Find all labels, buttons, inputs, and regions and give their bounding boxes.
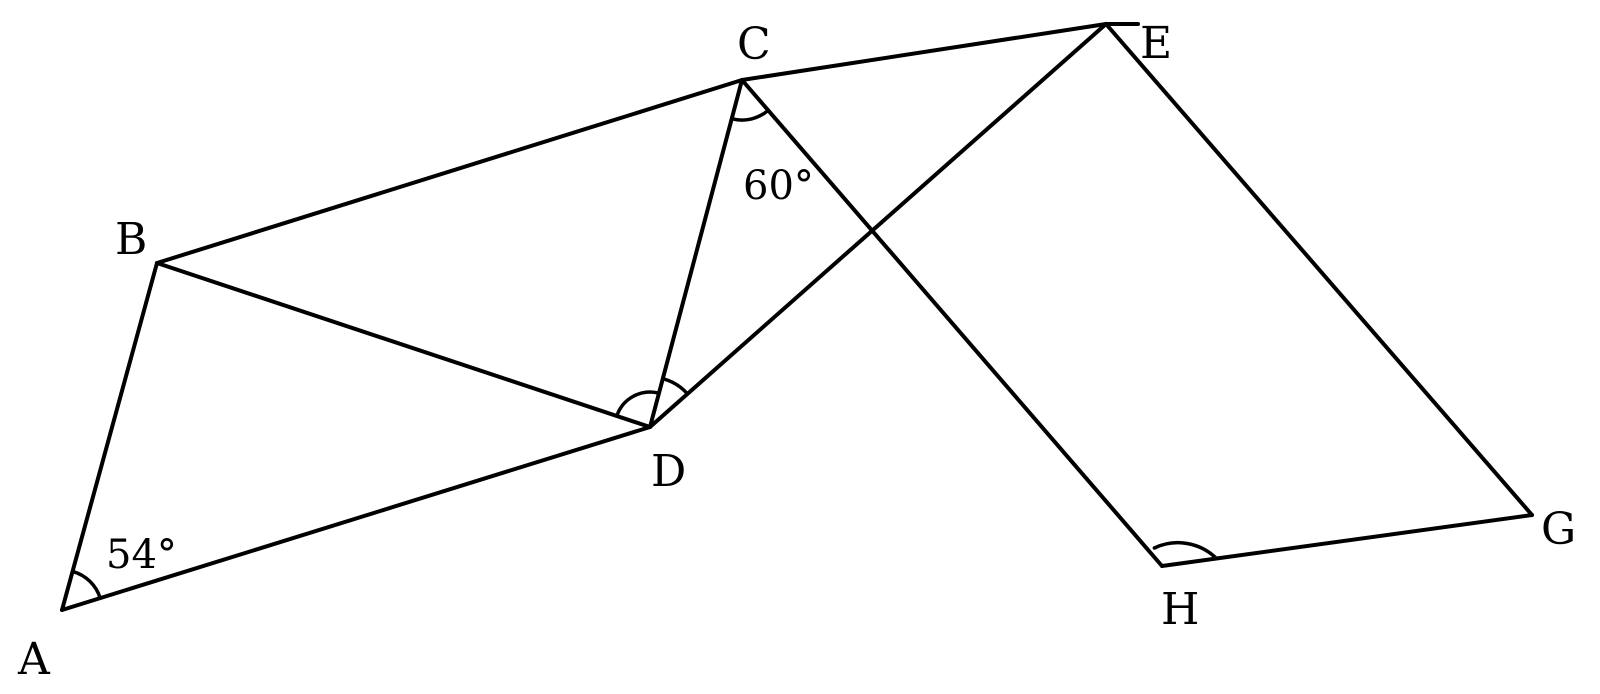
angle-label-a: 54° — [106, 532, 177, 578]
edge-h-g — [1160, 513, 1534, 568]
angle-label-c: 60° — [743, 163, 814, 209]
edge-c-h — [740, 78, 1164, 568]
edge-c-d — [648, 78, 744, 429]
angle-labels: 54° 60° — [106, 163, 814, 578]
edge-b-d — [155, 261, 652, 429]
point-labels: A B C D E G H — [17, 18, 1576, 685]
angle-arc-a — [70, 569, 102, 600]
edge-d-e — [648, 22, 1108, 429]
point-label-c: C — [737, 19, 771, 70]
point-label-h: H — [1161, 584, 1199, 635]
angle-arc-d-right — [661, 376, 690, 396]
angle-arc-c — [729, 108, 770, 122]
point-label-g: G — [1541, 504, 1576, 555]
angle-arc-d-left — [615, 390, 661, 418]
edge-a-b — [60, 261, 159, 612]
point-label-a: A — [17, 634, 51, 685]
edge-c-e — [740, 22, 1108, 82]
edges — [60, 22, 1534, 612]
edge-a-d — [60, 425, 652, 612]
angle-arc-h — [1152, 540, 1219, 561]
point-label-d: D — [651, 446, 686, 497]
point-label-e: E — [1140, 18, 1172, 69]
edge-e-g — [1104, 22, 1534, 517]
angle-arcs — [70, 108, 1219, 600]
edge-b-c — [155, 78, 744, 265]
point-label-b: B — [115, 214, 147, 265]
